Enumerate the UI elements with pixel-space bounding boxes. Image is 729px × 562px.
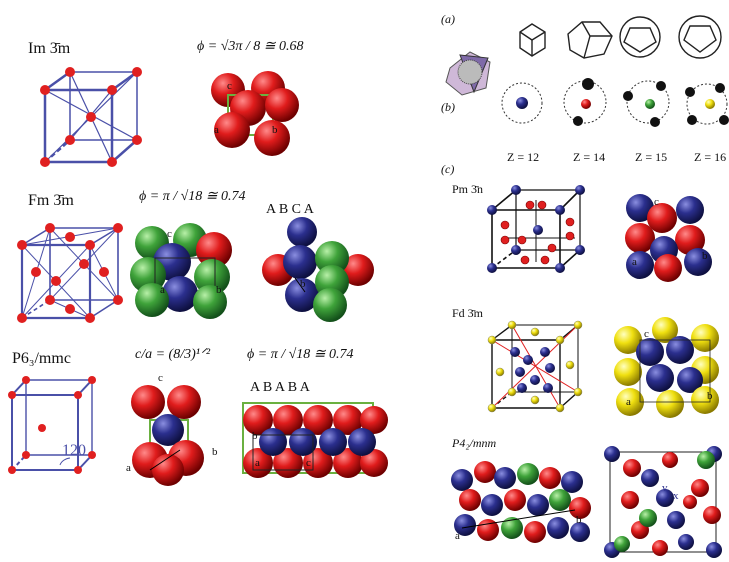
a15-space-group: Pm 3̄n [452,182,484,196]
z-label-15: Z = 15 [635,150,668,164]
a15-axis-b: b [702,250,708,262]
sigma-projection [604,446,722,558]
fcc-axis-c: c [167,228,172,240]
hcp-axis-a: a [126,462,131,474]
a15-sphere-model [625,194,712,282]
sigma-marker-v: v [662,482,668,494]
c15-axis-c: c [644,328,649,340]
z-label-14: Z = 14 [573,150,606,164]
z-label-12: Z = 12 [507,150,540,164]
hcp-axis-c: c [158,372,163,384]
c15-axis-a: a [626,396,631,408]
cluster-z12 [501,82,543,124]
fcc-stack-axis: b [300,278,306,290]
bcc-packing-fraction: ϕ = √3π / 8 ≅ 0.68 [197,39,304,54]
sigma-space-group: P4₂/mnm [452,436,497,450]
hcp-side-axis-a: a [255,457,260,469]
a15-axis-a: a [632,256,637,268]
cluster-z14 [563,78,607,126]
c15-atoms [487,320,583,413]
hcp-sphere-model [131,385,204,486]
hcp-space-group: P6₃/mmc [12,350,71,367]
hcp-side-axis-b: b [252,430,258,442]
hcp-angle: 120 [62,442,86,459]
hcp-axial-ratio: c/a = (8/3)¹ᐟ² [135,347,211,362]
fcc-sphere-model [130,223,232,319]
sigma-axis-a: a [455,530,460,542]
bcc-axis-a: a [214,124,219,136]
a15-axis-c: c [654,196,659,208]
bcc-sphere-model [211,71,299,156]
icosahedron-composite [445,51,491,96]
panel-a-label: (a) [441,12,455,26]
fcc-stacking-model [262,217,374,322]
polyhedra-row [519,15,722,59]
hcp-side-axis-c: c [306,457,311,469]
c15-lattice [491,324,579,409]
hcp-stacking-model [242,402,388,478]
a15-atoms [487,185,585,273]
fcc-axis-a: a [160,284,165,296]
fcc-axis-b: b [216,284,222,296]
z-label-16: Z = 16 [694,150,727,164]
panel-b-label: (b) [441,100,455,114]
cluster-z15 [623,80,670,127]
bcc-space-group: Im 3̄m [28,40,71,57]
bcc-atoms [40,67,142,167]
hcp-packing-fraction: ϕ = π / √18 ≅ 0.74 [247,347,354,362]
sigma-marker-x: x [673,490,679,502]
hcp-atoms [8,376,96,474]
hcp-stacking-sequence: A B A B A [250,380,310,395]
hcp-axis-b: b [212,446,218,458]
fcc-space-group: Fm 3̄m [28,192,74,209]
fcc-atoms [17,223,123,323]
panel-c-label: (c) [441,162,455,176]
bcc-axis-c: c [227,80,232,92]
fcc-packing-fraction: ϕ = π / √18 ≅ 0.74 [139,189,246,204]
sigma-sphere-model [451,461,591,543]
c15-sphere-model [614,317,719,418]
c15-space-group: Fd 3̄m [452,306,484,320]
fcc-stacking-sequence: A B C A [266,202,314,217]
sigma-axis-b: b [576,514,582,526]
bcc-axis-b: b [272,124,278,136]
c15-axis-b: b [707,390,713,402]
cluster-z16 [685,83,729,125]
